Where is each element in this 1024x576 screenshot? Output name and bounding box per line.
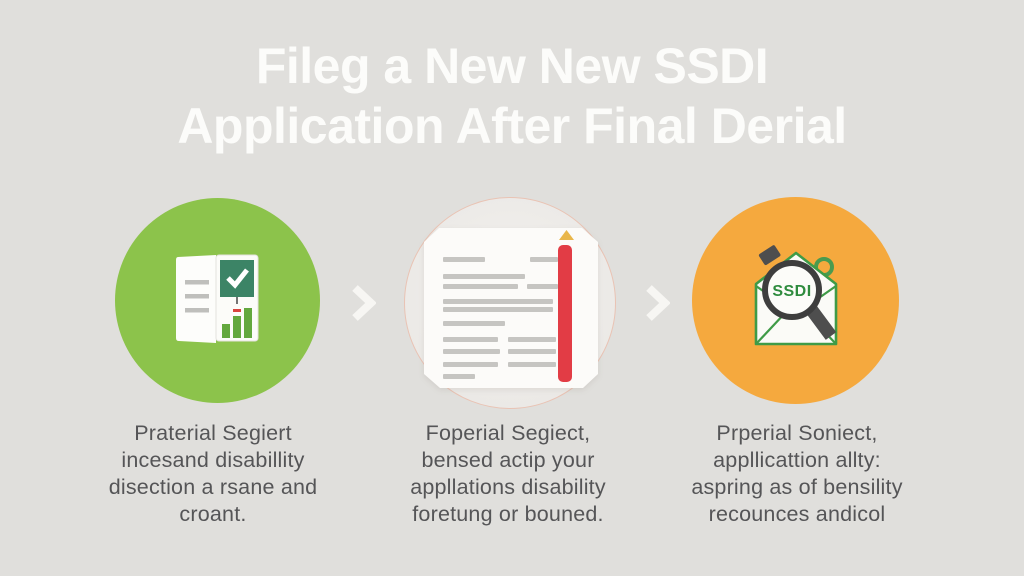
step-2-circle bbox=[404, 197, 616, 409]
step-3-caption: Prperial Soniect, appllicattion allty: a… bbox=[657, 420, 937, 528]
page-title: Fileg a New New SSDI Application After F… bbox=[0, 36, 1024, 156]
step-1-circle bbox=[115, 198, 320, 403]
step-2-caption: Foperial Segiect, bensed actip your appl… bbox=[368, 420, 648, 528]
denied-document-red-stripe-icon bbox=[424, 228, 598, 388]
caption-line: foretung or bouned. bbox=[412, 502, 604, 526]
step-1-caption: Praterial Segiert incesand disabillity d… bbox=[73, 420, 353, 528]
caption-line: croant. bbox=[179, 502, 247, 526]
caption-line: recounces andicol bbox=[708, 502, 886, 526]
caption-line: incesand disabillity bbox=[121, 448, 305, 472]
report-folder-checklist-icon bbox=[176, 254, 259, 343]
page-title-line-1: Fileg a New New SSDI bbox=[255, 38, 769, 94]
chevron-right-icon bbox=[352, 285, 376, 321]
chevron-right-icon bbox=[646, 285, 670, 321]
caption-line: Prperial Soniect, bbox=[716, 421, 878, 445]
envelope-magnifier-icon: SSDI bbox=[754, 245, 838, 346]
caption-line: appllicattion allty: bbox=[713, 448, 881, 472]
step-3-circle: SSDI bbox=[692, 197, 899, 404]
ssdi-badge-text: SSDI bbox=[772, 283, 811, 300]
caption-line: Foperial Segiect, bbox=[425, 421, 591, 445]
caption-line: appllations disability bbox=[410, 475, 606, 499]
page-title-line-2: Application After Final Derial bbox=[177, 98, 847, 154]
caption-line: aspring as of bensility bbox=[691, 475, 903, 499]
caption-line: Praterial Segiert bbox=[134, 421, 292, 445]
caption-line: disection a rsane and bbox=[108, 475, 318, 499]
caption-line: bensed actip your bbox=[421, 448, 595, 472]
